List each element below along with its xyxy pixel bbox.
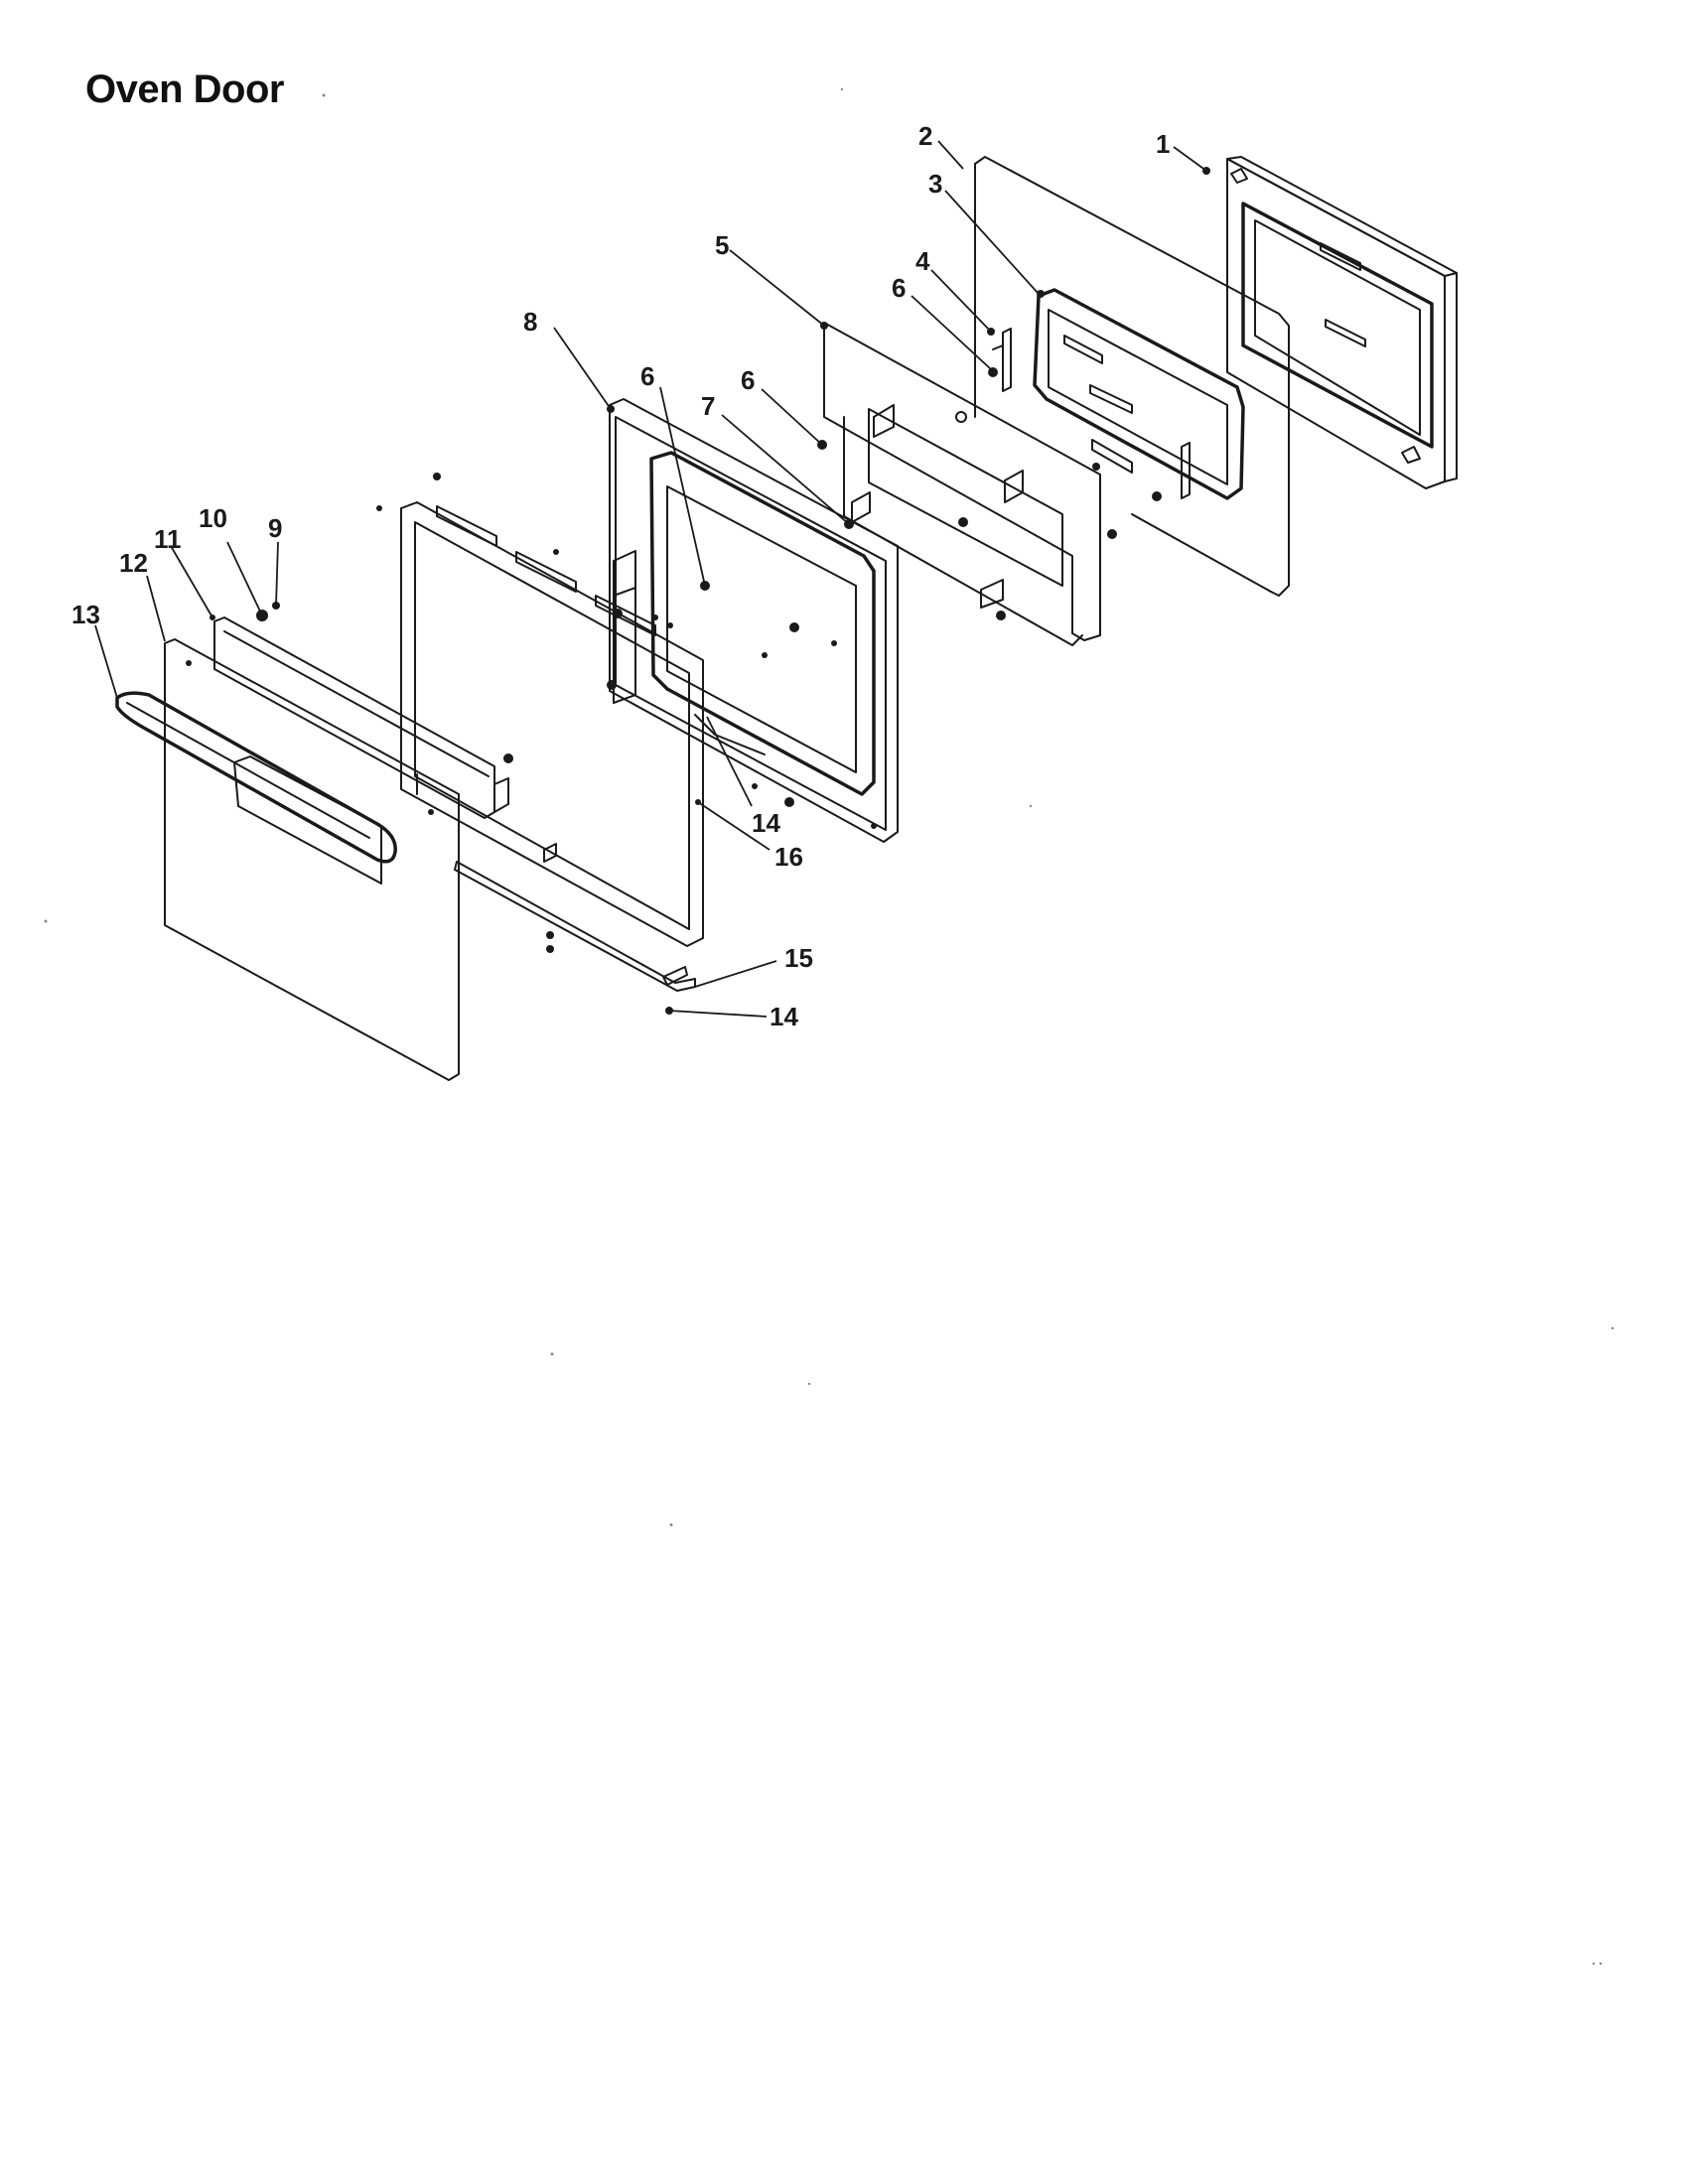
page-title: Oven Door bbox=[85, 68, 284, 111]
part-3-window-pack bbox=[1033, 288, 1245, 500]
part-4-bracket bbox=[992, 328, 1012, 392]
callout-6-middle: 6 bbox=[741, 365, 755, 395]
callout-7: 7 bbox=[701, 391, 715, 421]
part-8-inner-door-frame bbox=[609, 398, 899, 843]
callout-9: 9 bbox=[268, 513, 282, 543]
callout-8: 8 bbox=[523, 307, 537, 337]
part-16-door-frame bbox=[400, 501, 704, 947]
callout-1: 1 bbox=[1156, 129, 1170, 159]
callout-6-left: 6 bbox=[640, 361, 654, 391]
callout-labels: 1 2 3 4 5 6 6 6 7 8 9 10 11 12 13 14 14 … bbox=[71, 121, 1170, 1031]
scan-specks bbox=[44, 87, 1614, 1966]
callout-11: 11 bbox=[154, 524, 182, 554]
callout-16: 16 bbox=[774, 842, 803, 872]
callout-5: 5 bbox=[715, 230, 729, 260]
callout-2: 2 bbox=[918, 121, 932, 151]
part-12-outer-door-panel bbox=[164, 638, 460, 1081]
callout-14-upper: 14 bbox=[752, 808, 780, 838]
leader-lines bbox=[94, 140, 1207, 1018]
callout-12: 12 bbox=[119, 548, 148, 578]
callout-6-top: 6 bbox=[892, 273, 906, 303]
callout-13: 13 bbox=[71, 600, 100, 629]
fasteners bbox=[186, 167, 1210, 1015]
callout-4: 4 bbox=[915, 246, 930, 276]
callout-10: 10 bbox=[199, 503, 227, 533]
callout-14-lower: 14 bbox=[770, 1002, 798, 1031]
callout-15: 15 bbox=[784, 943, 813, 973]
part-5-inner-panel bbox=[823, 322, 1101, 646]
part-13-door-handle bbox=[115, 691, 397, 864]
part-11-top-trim bbox=[213, 616, 509, 819]
part-1-inner-door-liner bbox=[1226, 156, 1458, 489]
part-2-gasket bbox=[974, 156, 1290, 597]
callout-3: 3 bbox=[928, 169, 942, 199]
